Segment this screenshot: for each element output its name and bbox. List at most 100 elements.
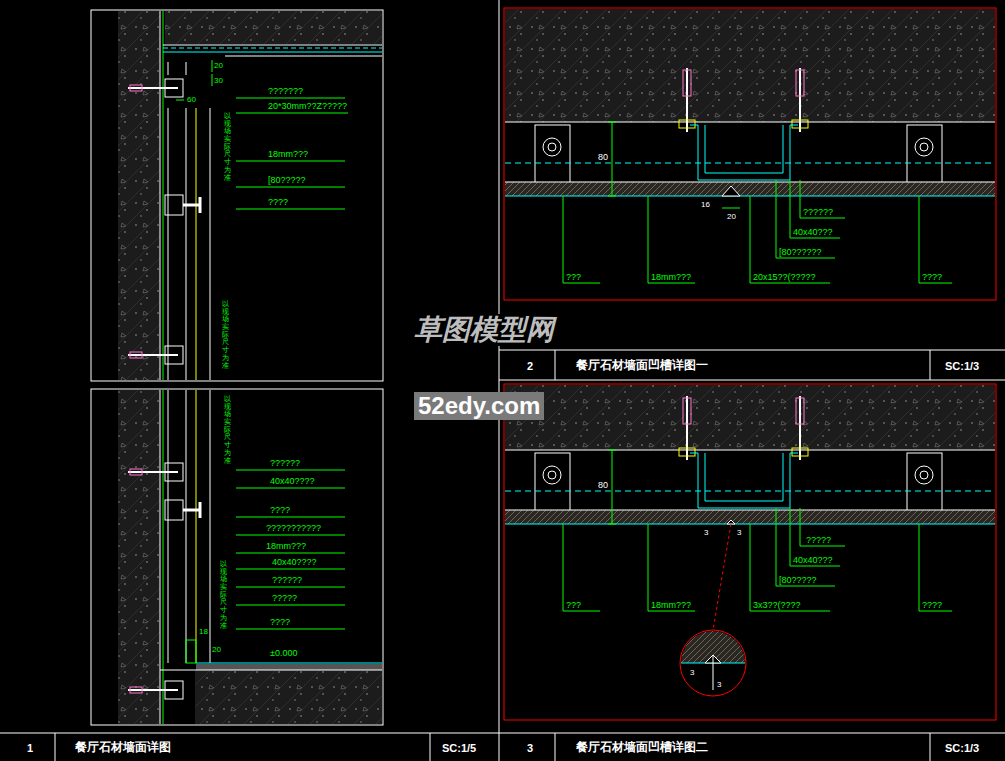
scale: SC:1/3 [945, 741, 979, 755]
leader-line [919, 611, 952, 612]
title-bar-line [0, 733, 1005, 734]
wall-face [163, 390, 164, 724]
title-bar-line [499, 350, 1005, 351]
annotation: ????? [806, 535, 831, 546]
title-bar-divider [430, 733, 431, 761]
dimension: 3 [737, 527, 741, 538]
anchor-head [130, 352, 142, 358]
anchor-plate [165, 681, 183, 699]
drawing-title: 餐厅石材墙面凹槽详图二 [576, 740, 708, 754]
steel-channel [690, 125, 798, 180]
dimension-line [722, 208, 740, 209]
leader-line [790, 180, 791, 238]
anchor-bolt [128, 689, 178, 691]
floor-line [196, 663, 382, 664]
anchor-nut [679, 448, 695, 456]
center-line [713, 655, 714, 690]
annotation: ??? [566, 600, 581, 611]
leader-line [563, 524, 564, 611]
vertical-note: 以现场实际尺寸为准 [222, 300, 229, 369]
panel-frame [504, 8, 996, 300]
annotation: 18mm??? [651, 600, 691, 611]
anchor-head [130, 469, 142, 475]
line [186, 62, 187, 75]
leader-line [776, 508, 777, 586]
annotation: 18mm??? [266, 541, 306, 552]
anchor-plate [165, 463, 183, 481]
annotation: ????? [272, 593, 297, 604]
anchor-head [130, 85, 142, 91]
stone-bracket [907, 453, 942, 518]
leader-line [236, 517, 345, 518]
leader-line [563, 283, 600, 284]
annotation: 40x40??? [793, 227, 833, 238]
anchor-plate [165, 346, 183, 364]
steel-tube [186, 390, 187, 663]
scale: SC:1/3 [945, 359, 979, 373]
stone-panel [505, 510, 995, 524]
ceiling-line [163, 45, 382, 46]
leader-line [800, 218, 845, 219]
scale: SC:1/5 [442, 741, 476, 755]
detail-content [678, 628, 748, 690]
leader-line [800, 180, 801, 218]
anchor-head [796, 398, 804, 424]
annotation: [80????? [779, 575, 817, 586]
annotation: 20x15??(????? [753, 272, 816, 283]
anchor-nut [679, 120, 695, 128]
anchor-bolt [799, 396, 801, 460]
leader-line [790, 508, 791, 566]
drawing-title: 餐厅石材墙面凹槽详图一 [576, 358, 708, 372]
dimension: 3 [704, 527, 708, 538]
annotation: ???? [268, 197, 288, 208]
bracket-hole [915, 138, 933, 156]
stone-panel [505, 182, 995, 196]
annotation: ?????? [270, 458, 300, 469]
dimension: 80 [598, 152, 608, 163]
title-bar-divider [55, 733, 56, 761]
floor-slab [195, 670, 382, 724]
vertical-note: 以现场实际尺寸为准 [224, 395, 231, 464]
anchor-plate [165, 79, 183, 97]
anchor-nut [792, 448, 808, 456]
panel-frame [91, 389, 383, 725]
stone-panel [196, 108, 197, 380]
leader-line [236, 535, 345, 536]
stone-panel [210, 108, 211, 380]
leader-line [648, 611, 695, 612]
detail-leader [713, 524, 731, 630]
bracket-hole [543, 466, 561, 484]
leader-line [800, 546, 845, 547]
title-bar-divider [555, 350, 556, 380]
annotation: 3x3??(???? [753, 600, 801, 611]
dimension: 18 [199, 626, 208, 637]
annotation: 18mm??? [651, 272, 691, 283]
anchor-bolt [799, 68, 801, 132]
leader-line [236, 209, 345, 210]
annotation: ???? [270, 617, 290, 628]
leader-line [919, 524, 920, 611]
leader-line [236, 488, 345, 489]
hidden-line [505, 163, 995, 164]
wall-face [505, 122, 995, 123]
annotation: ???? [270, 505, 290, 516]
leader-line [236, 605, 345, 606]
bracket-clip [199, 502, 202, 518]
floor-line [160, 670, 382, 671]
title-bar-divider [930, 350, 931, 380]
stone-face [505, 182, 995, 183]
leader-line [236, 98, 345, 99]
bracket-arm [183, 204, 200, 207]
line [608, 450, 616, 451]
leader-line [790, 566, 840, 567]
skirting [186, 640, 196, 663]
leader-line [919, 283, 952, 284]
leader-line [776, 586, 835, 587]
annotation: ??????? [268, 86, 303, 97]
leader-line [236, 161, 345, 162]
leader-line [236, 569, 345, 570]
bracket-hole [920, 471, 928, 479]
dim-tick [176, 100, 184, 101]
hidden-line [505, 491, 995, 492]
